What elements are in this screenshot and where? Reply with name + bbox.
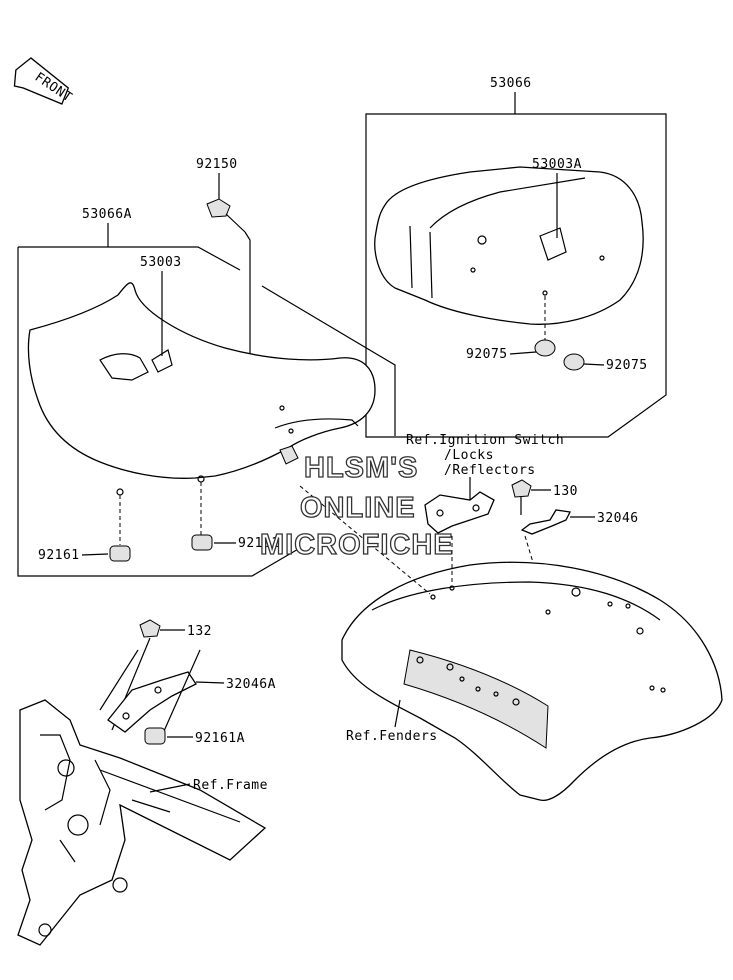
- label-92161-left[interactable]: 92161: [38, 548, 80, 563]
- label-92075-right[interactable]: 92075: [606, 358, 648, 373]
- watermark: HLSM'S ONLINE MICROFICHE: [259, 451, 454, 561]
- bolt-130: [511, 479, 532, 498]
- ignition-bracket: [424, 491, 495, 534]
- label-130[interactable]: 130: [553, 484, 578, 499]
- label-92075-left[interactable]: 92075: [466, 347, 508, 362]
- label-32046A[interactable]: 32046A: [226, 677, 276, 692]
- label-53066[interactable]: 53066: [490, 76, 532, 91]
- bracket-32046: [520, 509, 571, 535]
- rear-fender: [341, 561, 723, 802]
- ref-ignition-line3[interactable]: /Reflectors: [444, 463, 536, 478]
- front-seat-group: 53066A 53003 92161 92161: [17, 207, 396, 577]
- ref-fenders[interactable]: Ref.Fenders: [346, 729, 438, 744]
- frame-section: [17, 699, 267, 946]
- label-132[interactable]: 132: [187, 624, 212, 639]
- label-92161-right[interactable]: 92161: [238, 536, 280, 551]
- label-92161A[interactable]: 92161A: [195, 731, 245, 746]
- damper-92161A: [144, 727, 166, 745]
- ignition-reference-group: Ref.Ignition Switch /Locks /Reflectors: [406, 433, 564, 534]
- label-53003A[interactable]: 53003A: [532, 157, 582, 172]
- frame-group: Ref.Frame: [17, 699, 268, 946]
- label-53003[interactable]: 53003: [140, 255, 182, 270]
- frame-bracket-group: 132 32046A 92161A: [99, 619, 276, 746]
- rear-damper-left: [534, 339, 556, 357]
- watermark-line3: MICROFICHE: [260, 529, 454, 561]
- front-damper-right: [191, 534, 213, 551]
- front-arrow-icon: FRONT: [13, 57, 75, 106]
- fender-reflector-plate: [403, 649, 549, 749]
- front-seat-pad: [27, 282, 376, 479]
- ref-ignition-line2[interactable]: /Locks: [444, 448, 494, 463]
- watermark-line1: HLSM'S: [304, 452, 418, 484]
- label-92150[interactable]: 92150: [196, 157, 238, 172]
- ref-frame[interactable]: Ref.Frame: [193, 778, 268, 793]
- label-53066A[interactable]: 53066A: [82, 207, 132, 222]
- rear-damper-right: [563, 353, 585, 371]
- fender-group: Ref.Fenders: [299, 485, 723, 802]
- bracket-32046A: [107, 671, 197, 733]
- rear-seat-pad: [374, 166, 644, 325]
- watermark-line2: ONLINE: [300, 492, 416, 524]
- bolt-132: [139, 619, 161, 638]
- label-32046[interactable]: 32046: [597, 511, 639, 526]
- rear-seat-group: 53066 53003A 92075 92075: [365, 76, 667, 438]
- front-damper-left: [109, 545, 131, 562]
- bolt-92150: 92150: [196, 157, 251, 368]
- ref-ignition-line1[interactable]: Ref.Ignition Switch: [406, 433, 564, 448]
- bolt-130-group: 130 32046: [511, 479, 639, 613]
